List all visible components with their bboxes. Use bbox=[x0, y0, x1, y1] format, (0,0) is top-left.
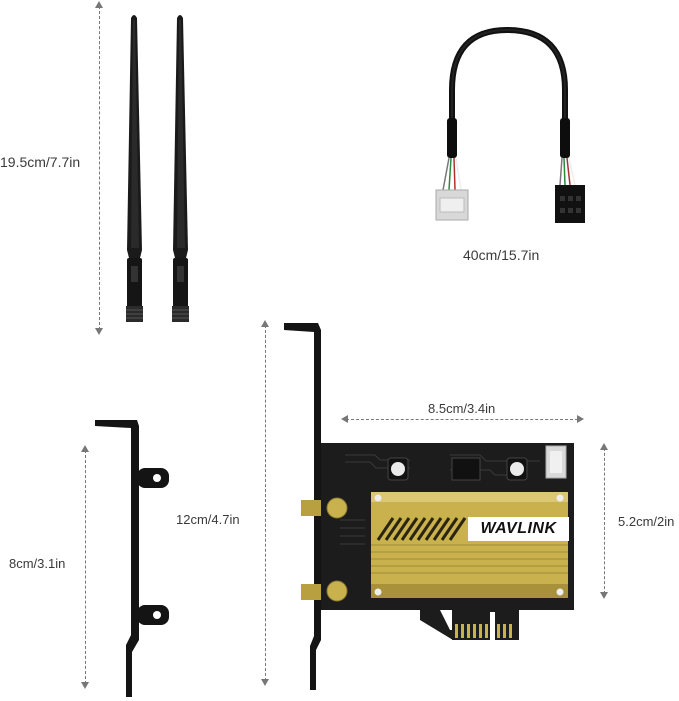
arrow-down-icon bbox=[81, 682, 89, 689]
antenna-left bbox=[126, 15, 143, 322]
arrow-up-icon bbox=[600, 443, 608, 450]
card-height-dimension-line bbox=[604, 448, 605, 594]
brand-logo-text: WAVLINK bbox=[480, 520, 557, 537]
arrow-down-icon bbox=[95, 328, 103, 335]
antenna-height-label: 19.5cm/7.7in bbox=[0, 154, 81, 170]
arrow-right-icon bbox=[577, 415, 584, 423]
card-width-label: 8.5cm/3.4in bbox=[428, 401, 496, 416]
arrow-up-icon bbox=[81, 445, 89, 452]
full-bracket-height-label: 12cm/4.7in bbox=[176, 512, 240, 527]
card-height-label: 5.2cm/2in bbox=[618, 514, 675, 529]
wifi-card bbox=[301, 443, 574, 640]
full-bracket-dimension-line bbox=[265, 325, 266, 681]
arrow-left-icon bbox=[341, 415, 348, 423]
antenna-dimension-line bbox=[99, 6, 100, 330]
antenna-right bbox=[172, 15, 189, 322]
brand-logo: WAVLINK bbox=[468, 517, 569, 541]
full-height-bracket bbox=[284, 323, 321, 690]
low-bracket-dimension-line bbox=[85, 450, 86, 684]
card-width-dimension-line bbox=[346, 419, 578, 420]
arrow-down-icon bbox=[261, 679, 269, 686]
arrow-down-icon bbox=[600, 592, 608, 599]
low-bracket-height-label: 8cm/3.1in bbox=[9, 556, 66, 571]
cable-length-label: 40cm/15.7in bbox=[463, 247, 540, 263]
low-profile-bracket bbox=[95, 420, 169, 697]
arrow-up-icon bbox=[95, 1, 103, 8]
usb-cable bbox=[435, 26, 585, 223]
arrow-up-icon bbox=[261, 320, 269, 327]
